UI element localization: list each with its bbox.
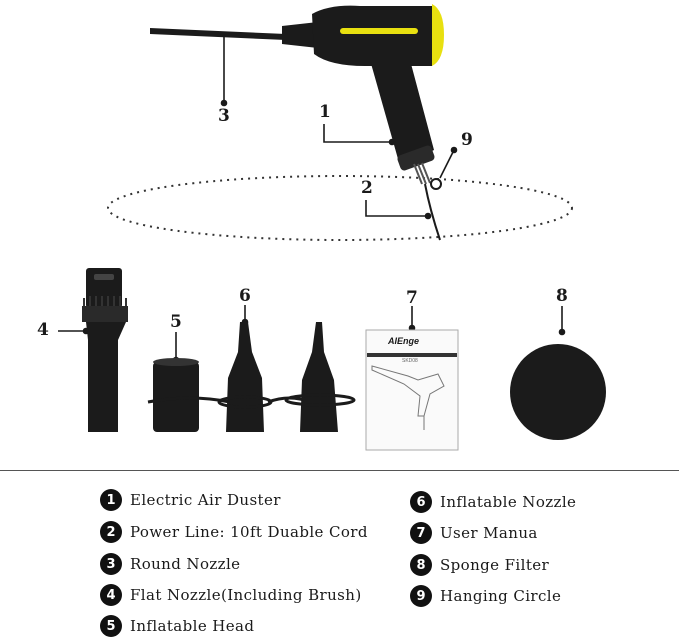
badge-7: 7: [410, 522, 432, 544]
callout-lines: [58, 34, 566, 364]
legend-label-6: Inflatable Nozzle: [440, 493, 577, 511]
legend-item-2: 2 Power Line: 10ft Duable Cord: [100, 521, 368, 543]
inflatable-nozzle-image: [147, 322, 356, 432]
legend-item-5: 5 Inflatable Head: [100, 615, 254, 637]
badge-3: 3: [100, 553, 122, 575]
orbit-ellipse: [107, 175, 573, 241]
legend-label-3: Round Nozzle: [130, 555, 241, 573]
callout-1: 1: [319, 102, 331, 122]
legend-item-3: 3 Round Nozzle: [100, 553, 240, 575]
badge-1: 1: [100, 489, 122, 511]
product-illustration: [58, 4, 606, 451]
inflatable-head-image: [153, 358, 199, 432]
legend-item-1: 1 Electric Air Duster: [100, 489, 281, 511]
badge-2: 2: [100, 521, 122, 543]
badge-4: 4: [100, 584, 122, 606]
legend-item-4: 4 Flat Nozzle(Including Brush): [100, 584, 362, 606]
sponge-filter-image: [510, 344, 606, 440]
callout-2: 2: [361, 178, 373, 198]
callout-3: 3: [218, 106, 230, 126]
legend-item-8: 8 Sponge Filter: [410, 554, 549, 576]
air-duster-image: [150, 4, 444, 241]
legend-label-1: Electric Air Duster: [130, 491, 281, 509]
legend-label-8: Sponge Filter: [440, 556, 550, 574]
callout-9: 9: [461, 130, 473, 150]
callout-8: 8: [556, 286, 568, 306]
callout-7: 7: [406, 288, 418, 308]
legend-label-9: Hanging Circle: [440, 587, 562, 605]
legend-label-4: Flat Nozzle(Including Brush): [130, 586, 362, 604]
callout-4: 4: [37, 320, 49, 340]
badge-9: 9: [410, 585, 432, 607]
section-divider: [0, 470, 679, 471]
callout-5: 5: [170, 312, 182, 332]
flat-nozzle-image: [82, 268, 128, 432]
badge-5: 5: [100, 615, 122, 637]
badge-8: 8: [410, 554, 432, 576]
legend-item-7: 7 User Manua: [410, 522, 538, 544]
hanging-circle: [430, 178, 442, 190]
legend-label-7: User Manua: [440, 524, 538, 542]
legend-label-5: Inflatable Head: [130, 617, 255, 635]
manual-model: SKD08: [402, 358, 418, 364]
manual-brand: AIEnge: [388, 336, 420, 346]
legend-item-9: 9 Hanging Circle: [410, 585, 561, 607]
badge-6: 6: [410, 491, 432, 513]
legend-label-2: Power Line: 10ft Duable Cord: [130, 523, 368, 541]
callout-6: 6: [239, 286, 251, 306]
user-manual-image: [365, 329, 459, 451]
legend-item-6: 6 Inflatable Nozzle: [410, 491, 576, 513]
